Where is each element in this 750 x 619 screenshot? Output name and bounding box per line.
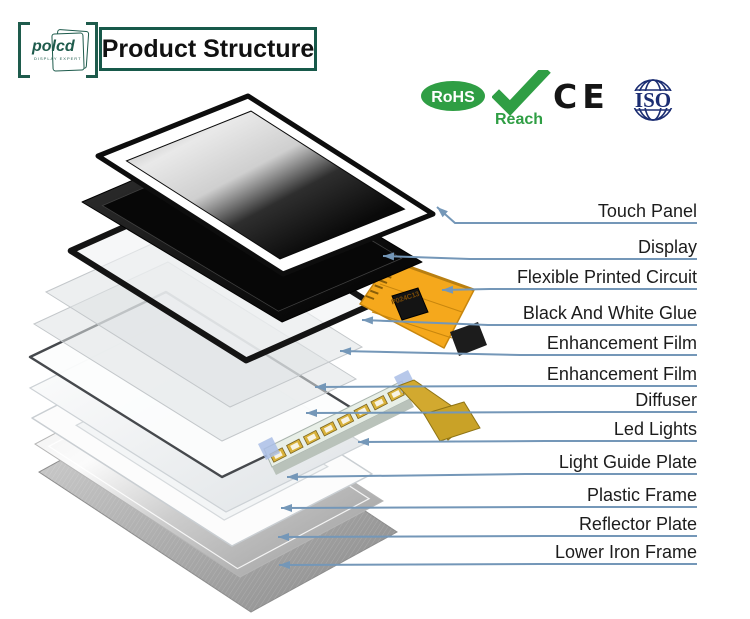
callout-arrow-icon xyxy=(362,316,374,325)
led-chip-window xyxy=(290,442,300,451)
checkmark-icon xyxy=(492,70,551,116)
callout-arrow-icon xyxy=(306,409,317,417)
rohs-label: RoHS xyxy=(431,89,475,106)
led-chip-window xyxy=(340,416,351,425)
led-chip-window xyxy=(374,398,384,407)
page-title: Product Structure xyxy=(99,27,317,71)
reach-badge: Reach xyxy=(492,70,551,128)
label-reflector-plate: Reflector Plate xyxy=(578,514,697,534)
fpc-chip xyxy=(391,287,429,321)
callout-arrow-icon xyxy=(281,504,292,512)
callout-arrow-icon xyxy=(442,285,454,294)
callout-line xyxy=(382,255,697,260)
label-flexible-printed-circuit: Flexible Printed Circuit xyxy=(516,267,697,287)
callout-line xyxy=(441,288,697,291)
label-plastic-frame: Plastic Frame xyxy=(586,485,697,505)
iso-band xyxy=(625,91,681,108)
label-touch-panel: Touch Panel xyxy=(597,201,697,221)
led-strip-endcap xyxy=(258,437,280,460)
callout-arrow-icon xyxy=(287,472,298,481)
brand-tagline: DISPLAY EXPERT xyxy=(34,56,82,61)
led-chip-window xyxy=(323,424,334,433)
label-light-guide-plate: Light Guide Plate xyxy=(558,452,697,472)
iso-badge: ISO xyxy=(625,79,681,121)
callout-arrow-icon xyxy=(279,561,290,569)
label-enhancement-film: Enhancement Film xyxy=(546,333,697,353)
callout-line xyxy=(277,535,697,538)
label-black-and-white-glue: Black And White Glue xyxy=(522,303,697,323)
led-chip-window xyxy=(307,433,317,442)
callout-arrow-icon xyxy=(315,382,326,391)
brand-logo: polcd DISPLAY EXPERT xyxy=(18,22,98,78)
callout-arrow-icon xyxy=(278,533,289,541)
logo-bracket-left-icon xyxy=(18,22,30,78)
logo-body: polcd DISPLAY EXPERT xyxy=(30,22,90,78)
callout-line xyxy=(286,473,697,478)
callout-line xyxy=(357,440,697,443)
callout-arrow-icon xyxy=(383,252,395,261)
label-led-lights: Led Lights xyxy=(613,419,697,439)
label-display: Display xyxy=(637,237,697,257)
callout-line xyxy=(314,385,697,388)
callout-arrow-icon xyxy=(437,207,448,218)
ce-label: CE xyxy=(553,78,610,116)
layer-touch-panel-glass xyxy=(125,110,406,260)
callout-line xyxy=(361,319,697,326)
iso-label: ISO xyxy=(635,88,671,112)
callout-line xyxy=(305,411,697,414)
brand-name: polcd xyxy=(32,38,75,55)
callout-line xyxy=(339,350,697,356)
rohs-ellipse-icon xyxy=(421,81,485,111)
fpc-connector xyxy=(450,322,487,356)
led-chip-window xyxy=(391,390,401,398)
logo-bracket-right-icon xyxy=(86,22,98,78)
led-strip-side xyxy=(272,399,414,475)
callout-line xyxy=(278,563,697,566)
callout-arrow-icon xyxy=(358,437,369,446)
ce-badge: CE xyxy=(553,78,610,116)
led-chip-window xyxy=(273,451,283,459)
rohs-badge: RoHS xyxy=(421,81,485,111)
label-diffuser: Diffuser xyxy=(635,390,697,410)
label-enhancement-film: Enhancement Film xyxy=(546,364,697,384)
callout-arrow-icon xyxy=(340,347,352,356)
reach-label: Reach xyxy=(495,111,543,128)
label-lower-iron-frame: Lower Iron Frame xyxy=(554,542,697,562)
callout-line xyxy=(280,506,697,509)
